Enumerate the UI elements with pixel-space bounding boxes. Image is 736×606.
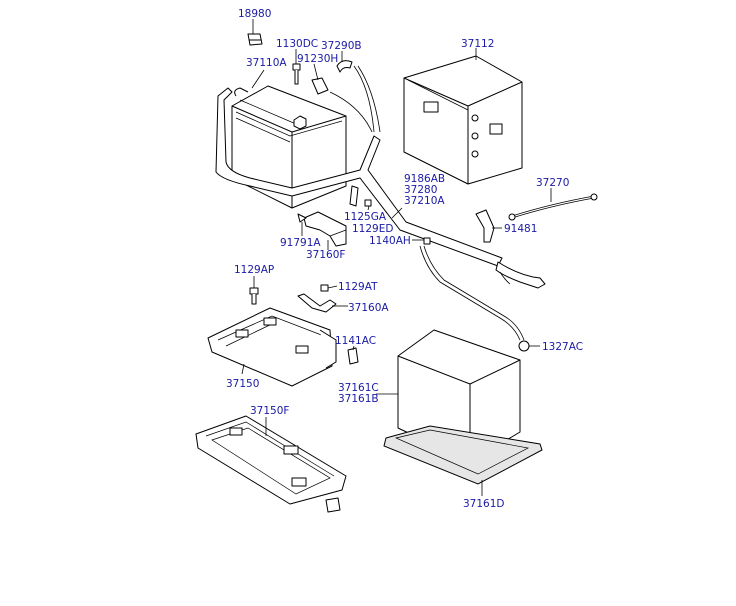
part-label-37270: 37270 xyxy=(536,177,569,189)
part-label-1129ed: 1129ED xyxy=(352,223,393,235)
part-label-37290b: 37290B xyxy=(321,40,362,52)
part-label-37150: 37150 xyxy=(226,378,259,390)
leader-lines xyxy=(241,19,552,496)
bracket-91481-drawing xyxy=(475,209,495,243)
bracket-37160f-drawing xyxy=(303,211,347,247)
terminal-91230h-drawing xyxy=(311,77,329,95)
part-label-37160f: 37160F xyxy=(306,249,345,261)
bracket-37160a-drawing xyxy=(297,293,337,313)
part-label-9186ab: 9186AB xyxy=(404,173,445,185)
clamp-1125ga-drawing xyxy=(349,185,372,207)
part-label-1125ga: 1125GA xyxy=(344,211,387,223)
part-label-1141ac: 1141AC xyxy=(335,335,376,347)
part-label-37210a: 37210A xyxy=(404,195,445,207)
part-label-37161d: 37161D xyxy=(463,498,505,510)
part-label-91230h: 91230H xyxy=(297,53,338,65)
part-label-1130dc: 1130DC xyxy=(276,38,318,50)
ground-cable-37270-drawing xyxy=(508,193,598,221)
fastener-91791a-drawing xyxy=(297,213,307,223)
part-label-37160a: 37160A xyxy=(348,302,389,314)
tray-37150-drawing xyxy=(207,307,337,387)
part-label-1327ac: 1327AC xyxy=(542,341,583,353)
cable-harness-drawing xyxy=(215,65,546,289)
part-label-1140ah: 1140AH xyxy=(369,235,411,247)
part-label-37280: 37280 xyxy=(404,184,437,196)
mat-37161d-drawing xyxy=(383,425,543,485)
part-label-91481: 91481 xyxy=(504,223,537,235)
bolt-1129at-drawing xyxy=(320,284,329,292)
part-label-37161b: 37161B xyxy=(338,393,379,405)
bolt-1129ap-drawing xyxy=(249,287,259,305)
clip-37290b-drawing xyxy=(336,60,353,73)
part-label-37161c: 37161C xyxy=(338,382,379,394)
part-label-37110a: 37110A xyxy=(246,57,287,69)
bolt-1140ah-drawing xyxy=(423,237,431,245)
tray-37150f-drawing xyxy=(195,415,347,513)
clip-18980-drawing xyxy=(247,33,263,46)
cable-1327ac-drawing xyxy=(419,245,530,352)
bolt-1141ac-drawing xyxy=(347,347,359,365)
part-label-1129at: 1129AT xyxy=(338,281,378,293)
battery-box-37112-drawing xyxy=(403,55,523,185)
part-label-1129ap: 1129AP xyxy=(234,264,274,276)
part-label-37112: 37112 xyxy=(461,38,494,50)
bolt-1130dc-drawing xyxy=(292,63,301,85)
battery-37110a-drawing xyxy=(231,85,347,209)
part-label-37150f: 37150F xyxy=(250,405,289,417)
part-label-18980: 18980 xyxy=(238,8,271,20)
part-label-91791a: 91791A xyxy=(280,237,321,249)
